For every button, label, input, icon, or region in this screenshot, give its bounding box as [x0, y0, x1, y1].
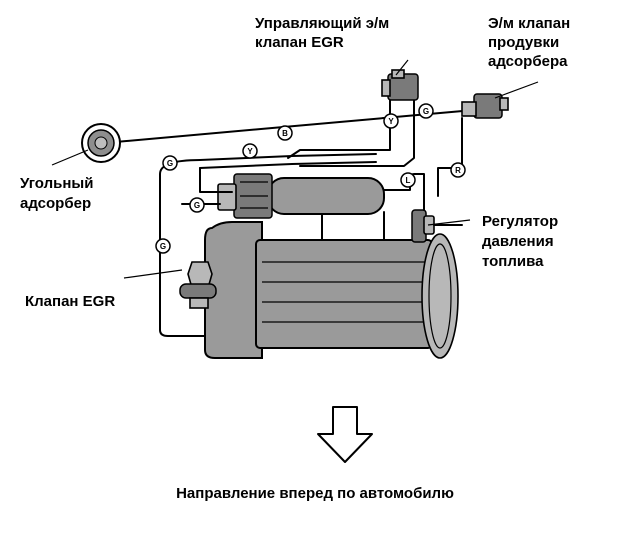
label-egr-solenoid: Управляющий э/м клапан EGR — [255, 15, 389, 51]
svg-text:адсорбер: адсорбер — [20, 195, 91, 212]
label-forward-direction: Направление вперед по автомобилю — [176, 485, 454, 502]
label-fuel-pressure-regulator: Регулятор давления топлива — [482, 213, 558, 270]
svg-text:топлива: топлива — [482, 253, 544, 270]
hose-code-y-mid: Y — [242, 143, 258, 159]
hose-code-b: B — [277, 125, 293, 141]
svg-text:адсорбера: адсорбера — [488, 53, 568, 70]
throttle-body — [217, 173, 385, 219]
purge-solenoid-part — [461, 93, 509, 119]
hose-code-g-low: G — [155, 238, 171, 254]
svg-text:клапан EGR: клапан EGR — [255, 34, 344, 51]
hose-code-l: L — [400, 172, 416, 188]
svg-text:G: G — [194, 201, 200, 210]
intake-manifold — [159, 221, 459, 359]
svg-text:G: G — [423, 107, 429, 116]
forward-arrow-icon — [317, 406, 373, 463]
hose-code-g-center: G — [189, 197, 205, 213]
charcoal-canister-part — [81, 123, 121, 163]
leader-lines — [51, 59, 539, 279]
hose-code-y-top: Y — [383, 113, 399, 129]
hose-code-r: R — [450, 162, 466, 178]
svg-text:G: G — [160, 242, 166, 251]
svg-text:Y: Y — [388, 117, 394, 126]
svg-text:Y: Y — [247, 147, 253, 156]
label-egr-valve: Клапан EGR — [25, 293, 115, 310]
svg-text:R: R — [455, 166, 461, 175]
svg-text:G: G — [167, 159, 173, 168]
svg-text:Регулятор: Регулятор — [482, 213, 558, 230]
svg-text:Э/м клапан: Э/м клапан — [488, 15, 570, 32]
label-purge-solenoid: Э/м клапан продувки адсорбера — [488, 15, 570, 70]
svg-text:Управляющий э/м: Управляющий э/м — [255, 15, 389, 32]
hose-code-markers: Y G B Y G G L R — [155, 103, 466, 254]
svg-text:L: L — [406, 176, 411, 185]
svg-text:Угольный: Угольный — [20, 175, 93, 192]
egr-control-solenoid-part — [381, 69, 419, 101]
label-charcoal-canister: Угольный адсорбер — [20, 175, 93, 212]
egr-valve-part — [179, 261, 217, 309]
hose-code-g-top: G — [418, 103, 434, 119]
hose-code-g-left: G — [162, 155, 178, 171]
svg-text:давления: давления — [482, 233, 554, 250]
svg-text:продувки: продувки — [488, 34, 559, 51]
svg-text:B: B — [282, 129, 288, 138]
